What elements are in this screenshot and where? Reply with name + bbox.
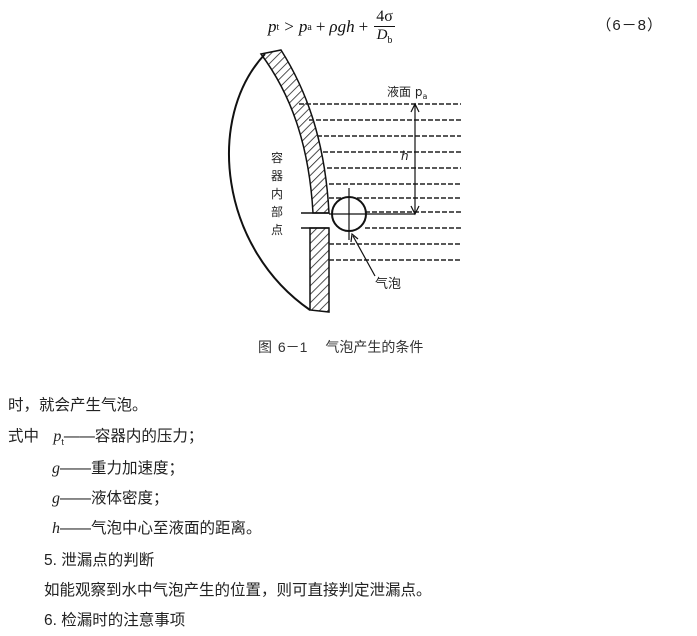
var3-symbol: g xyxy=(52,490,60,507)
bubble-pointer xyxy=(352,235,376,277)
bubble-condition-figure: h 液面 pa 容 器 内 部 点 气泡 xyxy=(228,49,461,313)
caption-title: 气泡产生的条件 xyxy=(325,339,424,355)
svg-text:容: 容 xyxy=(271,150,283,165)
formula-plus1: + xyxy=(315,17,326,36)
caption-number: 6－1 xyxy=(277,339,308,355)
svg-text:部: 部 xyxy=(271,204,283,219)
section-5-heading: 5. 泄漏点的判断 xyxy=(44,552,155,569)
bubble-label: 气泡 xyxy=(375,276,401,292)
text-line-1: 时，就会产生气泡。 xyxy=(8,397,148,414)
var2-line: g——重力加速度； xyxy=(52,456,184,478)
formula-term1: p xyxy=(298,17,308,36)
formula-lhs: p xyxy=(268,17,277,36)
formula-frac-den-sub: b xyxy=(387,34,393,46)
formula-term2: ρgh xyxy=(329,17,355,36)
caption-prefix: 图 xyxy=(258,339,272,355)
container-wall-lower xyxy=(309,227,330,313)
section-6-heading: 6. 检漏时的注意事项 xyxy=(44,612,186,629)
var1-subscript: t xyxy=(61,437,64,448)
var1-symbol: p xyxy=(53,428,62,445)
var3-line: g——液体密度； xyxy=(52,486,169,508)
var1-description: ——容器内的压力； xyxy=(63,428,204,445)
formula-term1-sub: a xyxy=(307,21,312,33)
formula-lhs-sub: t xyxy=(276,21,280,33)
var2-description: ——重力加速度； xyxy=(60,460,185,477)
svg-text:点: 点 xyxy=(271,223,283,237)
container-outline xyxy=(228,53,311,311)
var2-symbol: g xyxy=(52,460,60,477)
formula-fraction: 4σ Db xyxy=(374,7,395,46)
var4-description: ——气泡中心至液面的距离。 xyxy=(60,520,262,537)
formula-frac-denominator: D xyxy=(376,26,388,43)
svg-text:内: 内 xyxy=(271,187,283,201)
liquid-lines xyxy=(299,103,461,261)
var3-description: ——液体密度； xyxy=(60,490,169,507)
interior-label: 容 器 内 部 点 xyxy=(271,150,283,237)
surface-label: 液面 pa xyxy=(387,84,427,101)
depth-label: h xyxy=(401,149,409,163)
equation-number: （6－8） xyxy=(596,17,663,34)
svg-text:器: 器 xyxy=(271,169,283,183)
var4-symbol: h xyxy=(52,520,60,537)
figure-caption: 图 6－1 气泡产生的条件 xyxy=(258,337,423,357)
where-prefix: 式中 xyxy=(8,428,40,445)
var4-line: h——气泡中心至液面的距离。 xyxy=(52,516,262,538)
formula-plus2: + xyxy=(358,17,369,36)
formula-gt: > xyxy=(284,17,294,36)
section-5-paragraph: 如能观察到水中气泡产生的位置，则可直接判定泄漏点。 xyxy=(44,582,432,599)
where-line: 式中 pt——容器内的压力； xyxy=(8,424,203,447)
formula-frac-numerator: 4σ xyxy=(374,7,395,27)
